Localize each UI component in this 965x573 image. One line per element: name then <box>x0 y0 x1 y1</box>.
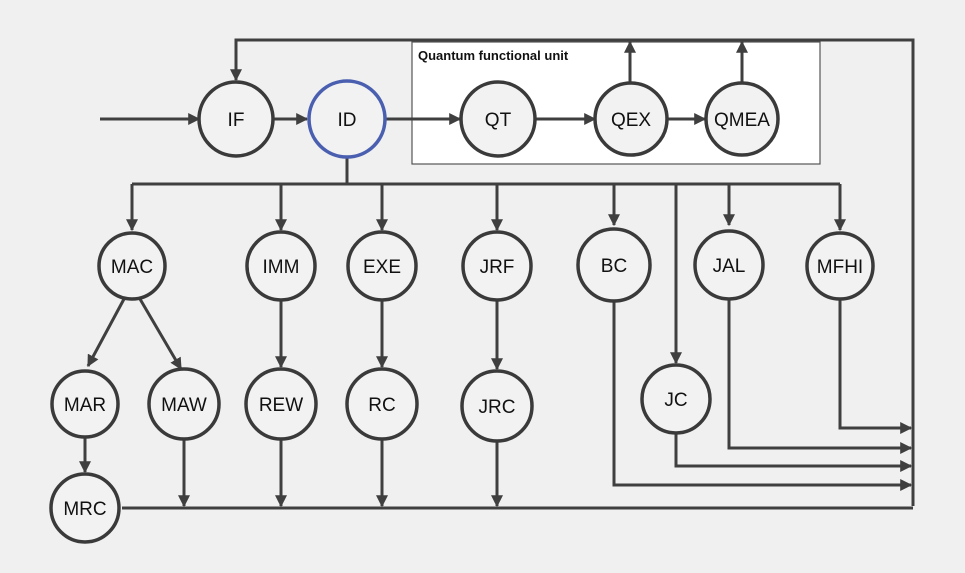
edges <box>79 38 915 510</box>
node-mfhi-label: MFHI <box>817 257 863 278</box>
node-qex-label: QEX <box>611 110 651 131</box>
node-maw: MAW <box>147 367 221 441</box>
node-jc-label: JC <box>664 390 687 411</box>
node-rew-circle <box>244 367 318 441</box>
edge-feedback-to-if <box>230 38 915 506</box>
node-mac: MAC <box>97 231 167 301</box>
node-if-circle <box>197 80 275 158</box>
node-jrc-label: JRC <box>479 397 516 418</box>
node-mfhi-circle <box>805 231 875 301</box>
node-exe: EXE <box>346 230 418 302</box>
node-maw-circle <box>147 367 221 441</box>
edge-jal-to-return <box>727 300 913 454</box>
node-jrc-circle <box>460 369 534 443</box>
node-maw-label: MAW <box>161 395 207 416</box>
edge-mac-to-maw <box>138 298 183 371</box>
node-jal-circle <box>693 229 765 301</box>
node-qt-circle <box>459 80 537 158</box>
node-jc: JC <box>640 363 712 435</box>
node-mar-circle <box>50 369 120 439</box>
node-mrc-label: MRC <box>63 499 106 520</box>
node-qmea-label: QMEA <box>714 110 770 131</box>
edge-mfhi-to-return <box>838 300 913 434</box>
node-mac-label: MAC <box>111 257 153 278</box>
nodes: IF ID QT QEX QMEA MAC IMM EXE JRF BC JAL MFHI MAR MAW… <box>49 79 875 544</box>
node-if: IF <box>197 80 275 158</box>
node-qmea: QMEA <box>704 81 780 157</box>
node-jrc: JRC <box>460 369 534 443</box>
node-qt: QT <box>459 80 537 158</box>
node-jal-label: JAL <box>713 256 746 277</box>
node-jc-circle <box>640 363 712 435</box>
node-imm-circle <box>245 230 317 302</box>
node-mrc-circle <box>49 472 121 544</box>
node-qex: QEX <box>593 81 669 157</box>
node-bc-circle <box>576 227 652 303</box>
node-exe-circle <box>346 230 418 302</box>
node-rc-label: RC <box>368 395 395 416</box>
node-imm-label: IMM <box>263 257 300 278</box>
node-qex-circle <box>593 81 669 157</box>
edge-bc-to-return <box>612 300 913 491</box>
edge-jc-to-return <box>674 434 913 472</box>
node-jrf-label: JRF <box>480 257 515 278</box>
node-mar-label: MAR <box>64 395 106 416</box>
node-mrc: MRC <box>49 472 121 544</box>
node-jrf-circle <box>461 230 533 302</box>
node-bc-label: BC <box>601 256 627 277</box>
quantum-functional-unit-label: Quantum functional unit <box>418 48 569 63</box>
edge-mac-to-mar <box>86 298 126 368</box>
node-mfhi: MFHI <box>805 231 875 301</box>
node-id-circle <box>307 79 387 159</box>
node-rc: RC <box>345 367 419 441</box>
node-id-label: ID <box>338 110 357 131</box>
node-rc-circle <box>345 367 419 441</box>
node-imm: IMM <box>245 230 317 302</box>
node-bc: BC <box>576 227 652 303</box>
node-rew: REW <box>244 367 318 441</box>
node-jal: JAL <box>693 229 765 301</box>
node-exe-label: EXE <box>363 257 401 278</box>
node-rew-label: REW <box>259 395 303 416</box>
node-qmea-circle <box>704 81 780 157</box>
node-mac-circle <box>97 231 167 301</box>
node-qt-label: QT <box>485 110 512 131</box>
node-jrf: JRF <box>461 230 533 302</box>
node-id: ID <box>307 79 387 159</box>
node-mar: MAR <box>50 369 120 439</box>
node-if-label: IF <box>228 110 245 131</box>
